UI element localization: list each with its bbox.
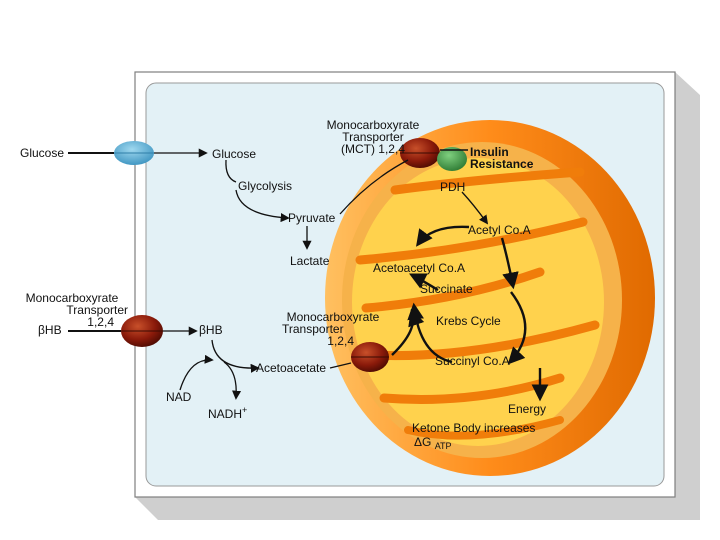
- mct-mid-label: Monocarboxyrate Transporter 1,2,4: [278, 311, 388, 347]
- mct-top-line-1: Monocarboxyrate: [326, 118, 420, 132]
- insulin-resistance-line-2: Resistance: [470, 157, 534, 171]
- mct-top-line-3: (MCT) 1,2,4: [340, 142, 405, 156]
- mct-left-line-1: Monocarboxyrate: [25, 291, 119, 305]
- krebs-cycle-label: Krebs Cycle: [436, 314, 501, 328]
- succinate-label: Succinate: [420, 282, 473, 296]
- mct-top-line-2: Transporter: [342, 130, 404, 144]
- glucose-transporter: [114, 141, 154, 165]
- mct-mid-line-2: Transporter: [282, 322, 344, 336]
- mitochondrion: [325, 120, 655, 476]
- acetyl-coa-label: Acetyl Co.A: [468, 223, 531, 237]
- bhb-outside-label: βHB: [38, 323, 62, 337]
- mct-transporter-top: [400, 138, 440, 168]
- ketone-body-increases-label: Ketone Body increases: [412, 421, 536, 435]
- mct-top-label: Monocarboxyrate Transporter (MCT) 1,2,4: [318, 119, 428, 155]
- pdh-label: PDH: [440, 180, 466, 194]
- pathway-arrows: [68, 148, 549, 402]
- bhb-inside-label: βHB: [199, 323, 223, 337]
- glucose-outside-label: Glucose: [20, 146, 65, 160]
- nadh-superscript: +: [242, 405, 248, 415]
- energy-label: Energy: [508, 402, 547, 416]
- pyruvate-label: Pyruvate: [288, 211, 336, 225]
- delta-g-atp-label: ΔG ATP: [414, 435, 452, 451]
- mct-mid-line-1: Monocarboxyrate: [286, 310, 380, 324]
- glycolysis-label: Glycolysis: [238, 179, 293, 193]
- acetoacetate-label: Acetoacetate: [256, 361, 327, 375]
- delta-g-subscript: ATP: [434, 441, 452, 451]
- succinyl-coa-label: Succinyl Co.A: [435, 354, 510, 368]
- delta-g-symbol: ΔG: [414, 435, 432, 449]
- insulin-resistance-label: Insulin Resistance: [470, 146, 533, 170]
- insulin-receptor: [437, 147, 467, 171]
- mct-mid-line-3: 1,2,4: [327, 334, 354, 348]
- mct-transporter-mitochondria: [351, 342, 389, 372]
- lactate-label: Lactate: [290, 254, 330, 268]
- mct-left-line-2: Transporter: [66, 303, 128, 317]
- glucose-inside-label: Glucose: [212, 147, 257, 161]
- mct-left-label: Monocarboxyrate Transporter 1,2,4: [16, 292, 128, 328]
- mct-left-line-3: 1,2,4: [87, 315, 114, 329]
- nadh-label: NADH+: [208, 404, 247, 420]
- acetoacetyl-coa-label: Acetoacetyl Co.A: [373, 261, 466, 275]
- mct-transporter-left: [121, 315, 163, 347]
- nadh-text: NADH: [208, 407, 243, 421]
- nad-label: NAD: [166, 390, 192, 404]
- insulin-resistance-line-1: Insulin: [470, 145, 509, 159]
